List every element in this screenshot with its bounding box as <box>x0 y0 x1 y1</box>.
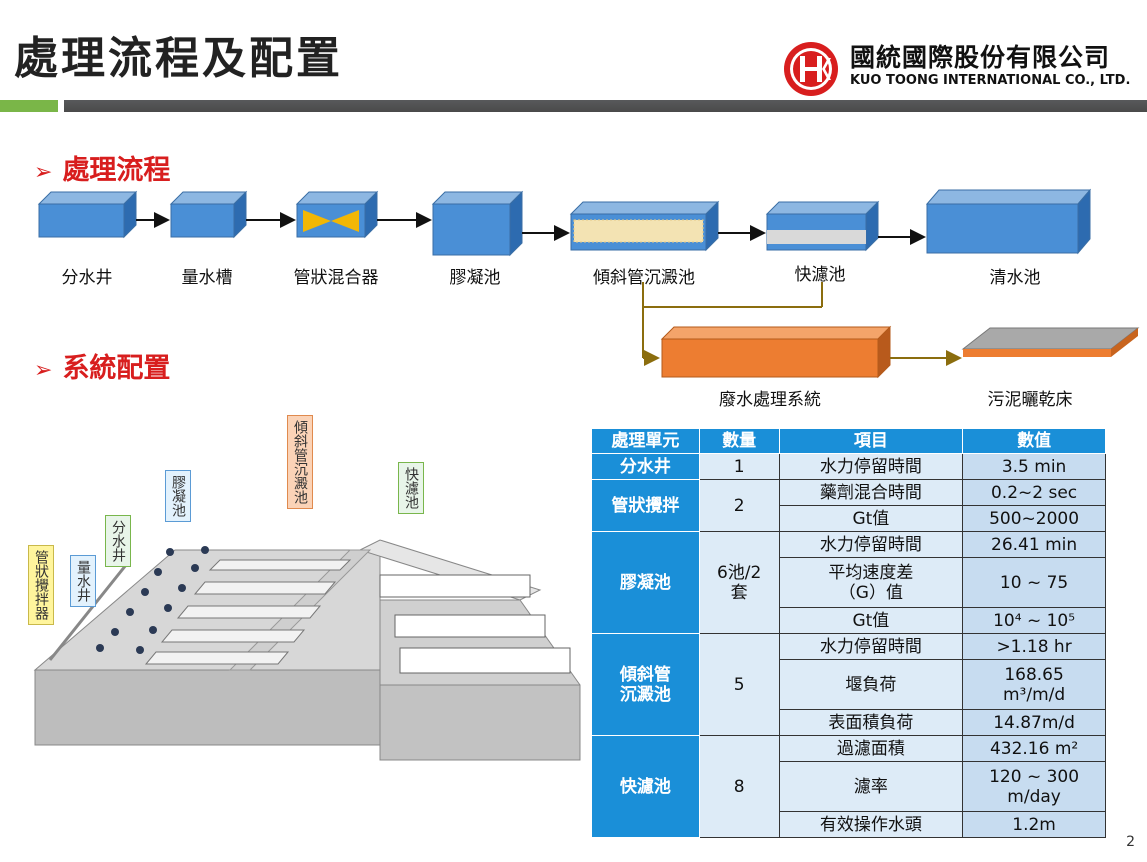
item-cell: 濾率 <box>778 761 964 812</box>
company-name-zh: 國統國際股份有限公司 <box>850 43 1111 72</box>
value-cell: 14.87m/d <box>962 709 1106 736</box>
value-cell: 1.2m <box>962 811 1106 838</box>
section-process-heading: ➢ 處理流程 <box>34 148 170 187</box>
value-cell: 3.5 min <box>962 453 1106 480</box>
company-name-en: KUO TOONG INTERNATIONAL CO., LTD. <box>850 73 1131 88</box>
section-layout-heading: ➢ 系統配置 <box>34 346 170 385</box>
plant-layout-rendering <box>33 539 581 761</box>
table-row: 有效操作水頭 1.2m <box>592 811 1106 838</box>
table-row: 快濾池 8 過濾面積 432.16 m² <box>591 735 1106 838</box>
qty-cell: 6池/2套 <box>698 531 780 634</box>
tag-filter: 快濾池 <box>398 462 424 514</box>
tag-meter: 量水井 <box>70 555 96 607</box>
item-cell: 水力停留時間 <box>778 633 964 660</box>
flow-box-wastewater <box>660 325 892 379</box>
value-cell: 26.41 min <box>962 531 1106 558</box>
spec-table: 處理單元 數量 項目 數值 分水井 1 水力停留時間 3.5 min 管狀攪拌 … <box>591 428 1106 838</box>
item-cell: 有效操作水頭 <box>778 811 964 838</box>
table-row: 傾斜管沉澱池 5 水力停留時間 >1.18 hr <box>591 633 1106 736</box>
flow-box-filter <box>765 200 880 252</box>
item-cell: 水力停留時間 <box>778 531 964 558</box>
flow-label-flocculation: 膠凝池 <box>449 268 501 288</box>
tag-flocculation: 膠凝池 <box>165 470 191 522</box>
arrow-bullet-icon: ➢ <box>34 358 53 383</box>
qty-cell: 1 <box>698 453 780 480</box>
value-cell: 10⁴ ~ 10⁵ <box>962 607 1106 634</box>
table-row: 濾率 120 ~ 300 m/day <box>592 761 1106 812</box>
item-cell: 藥劑混合時間 <box>778 479 964 506</box>
flow-label-settling: 傾斜管沉澱池 <box>593 268 695 288</box>
value-cell: 120 ~ 300 m/day <box>962 761 1106 812</box>
flow-label-meter: 量水槽 <box>181 268 233 288</box>
process-flow-diagram <box>37 188 1140 379</box>
item-cell: 過濾面積 <box>778 735 964 762</box>
item-cell: Gt值 <box>778 505 964 532</box>
flow-label-clear-well: 清水池 <box>989 268 1041 288</box>
tag-settling: 傾斜管沉澱池 <box>287 415 313 509</box>
section-layout-label: 系統配置 <box>62 353 171 384</box>
col-header-unit: 處理單元 <box>591 428 700 454</box>
flow-label-split-well: 分水井 <box>61 268 113 288</box>
col-header-qty: 數量 <box>698 428 780 454</box>
flow-box-settling <box>569 200 720 252</box>
qty-cell: 8 <box>698 735 780 838</box>
flow-box-sludge-bed <box>961 327 1140 357</box>
table-row: 分水井 1 水力停留時間 3.5 min <box>591 453 1106 480</box>
col-header-item: 項目 <box>778 428 964 454</box>
table-row: 管狀攪拌 2 藥劑混合時間 0.2~2 sec <box>591 479 1106 532</box>
tag-split-well: 分水井 <box>105 515 131 567</box>
header-divider <box>0 100 1147 112</box>
table-row: 堰負荷 168.65 m³/m/d <box>592 659 1106 710</box>
item-cell: 水力停留時間 <box>778 453 964 480</box>
tag-mixer: 管狀攪拌器 <box>28 545 54 625</box>
page-title: 處理流程及配置 <box>14 33 343 84</box>
value-cell: 0.2~2 sec <box>962 479 1106 506</box>
item-cell: 堰負荷 <box>778 659 964 710</box>
col-header-value: 數值 <box>962 428 1106 454</box>
table-header-row: 處理單元 數量 項目 數值 <box>591 428 1106 454</box>
item-cell: Gt值 <box>778 607 964 634</box>
unit-cell: 分水井 <box>591 453 700 480</box>
company-logo <box>782 40 840 98</box>
qty-cell: 5 <box>698 633 780 736</box>
flow-box-mixer <box>295 190 379 239</box>
flow-label-mixer: 管狀混合器 <box>293 268 379 288</box>
item-cell: 平均速度差（G）值 <box>778 557 964 608</box>
qty-cell: 2 <box>698 479 780 532</box>
item-cell: 表面積負荷 <box>778 709 964 736</box>
table-row: 表面積負荷 14.87m/d <box>592 709 1106 736</box>
value-cell: 432.16 m² <box>962 735 1106 762</box>
unit-cell: 快濾池 <box>591 735 700 838</box>
table-row: Gt值 10⁴ ~ 10⁵ <box>592 607 1106 634</box>
unit-cell: 膠凝池 <box>591 531 700 634</box>
value-cell: 168.65 m³/m/d <box>962 659 1106 710</box>
flow-box-meter <box>169 190 248 239</box>
flow-box-clear-well <box>925 188 1092 255</box>
flow-box-flocculation <box>431 190 524 257</box>
flow-label-sludge-bed: 污泥曬乾床 <box>987 390 1073 410</box>
table-row: 膠凝池 6池/2套 水力停留時間 26.41 min <box>591 531 1106 634</box>
table-row: 平均速度差（G）值 10 ~ 75 <box>592 557 1106 608</box>
page-number: 2 <box>1126 834 1135 850</box>
section-process-label: 處理流程 <box>62 155 171 186</box>
value-cell: >1.18 hr <box>962 633 1106 660</box>
flow-box-split-well <box>37 190 138 239</box>
flow-label-wastewater: 廢水處理系統 <box>719 390 821 410</box>
value-cell: 500~2000 <box>962 505 1106 532</box>
flow-label-filter: 快濾池 <box>794 265 846 285</box>
value-cell: 10 ~ 75 <box>962 557 1106 608</box>
unit-cell: 管狀攪拌 <box>591 479 700 532</box>
arrow-bullet-icon: ➢ <box>34 160 53 185</box>
unit-cell: 傾斜管沉澱池 <box>591 633 700 736</box>
